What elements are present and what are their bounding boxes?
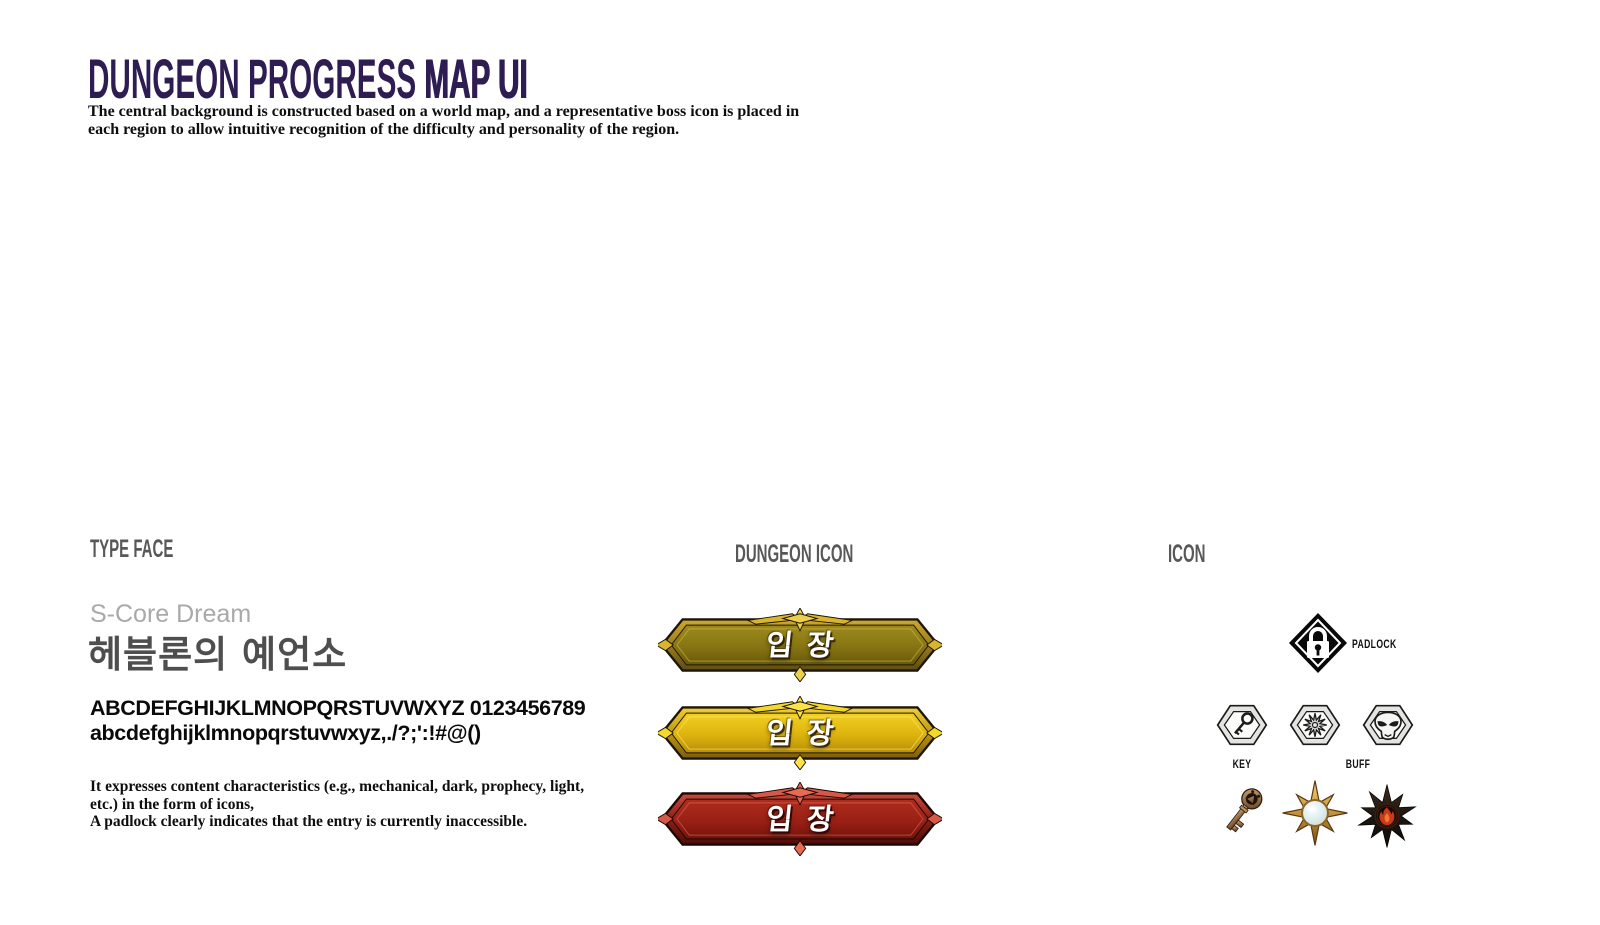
buff-icon-label: BUFF bbox=[1345, 757, 1371, 771]
key-hexagon-icon bbox=[1216, 700, 1268, 750]
gold-sun-icon bbox=[1281, 777, 1349, 849]
enter-banner-label: 입장 bbox=[764, 628, 850, 662]
icon-section-header: ICON bbox=[1168, 540, 1206, 568]
icon-usage-note-line1: It expresses content characteristics (e.… bbox=[90, 778, 585, 813]
banner-frame-red-icon bbox=[658, 782, 942, 856]
enter-banner-bright-gold[interactable]: 입장 bbox=[658, 696, 942, 770]
dungeon-icon-section-header: DUNGEON ICON bbox=[735, 540, 854, 568]
banner-frame-olive-icon bbox=[658, 608, 942, 682]
icon-usage-note-line2: A padlock clearly indicates that the ent… bbox=[90, 813, 528, 830]
icon-usage-note: It expresses content characteristics (e.… bbox=[90, 778, 598, 831]
korean-type-sample: 헤블론의 예언소 bbox=[88, 633, 348, 676]
enter-banner-olive-gold[interactable]: 입장 bbox=[658, 608, 942, 682]
sunburst-hexagon-icon bbox=[1289, 700, 1341, 750]
page-title-bold: MAP UI bbox=[424, 47, 528, 110]
page-title-spacer bbox=[416, 47, 424, 110]
demon-face-hexagon-icon bbox=[1362, 700, 1414, 750]
dark-flame-star-icon bbox=[1354, 778, 1420, 854]
key-icon-label: KEY bbox=[1232, 757, 1252, 771]
font-name-label: S-Core Dream bbox=[90, 600, 252, 628]
padlock-icon bbox=[1288, 612, 1348, 674]
enter-banner-red[interactable]: 입장 bbox=[658, 782, 942, 856]
glyph-sample-uppercase: ABCDEFGHIJKLMNOPQRSTUVWXYZ 0123456789 bbox=[90, 696, 586, 720]
page-description: The central background is constructed ba… bbox=[88, 103, 800, 138]
banner-frame-gold-icon bbox=[658, 696, 942, 770]
glyph-sample-lowercase: abcdefghijklmnopqrstuvwxyz,./?;':!#@() bbox=[90, 721, 481, 745]
bronze-key-icon bbox=[1215, 780, 1265, 848]
page-title: DUNGEON PROGRESS MAP UI bbox=[88, 46, 528, 111]
padlock-icon-label: PADLOCK bbox=[1352, 637, 1397, 651]
enter-banner-label: 입장 bbox=[764, 802, 850, 836]
enter-banner-label: 입장 bbox=[764, 716, 850, 750]
page-title-regular: DUNGEON PROGRESS bbox=[88, 47, 417, 110]
typeface-section-header: TYPE FACE bbox=[90, 535, 174, 563]
